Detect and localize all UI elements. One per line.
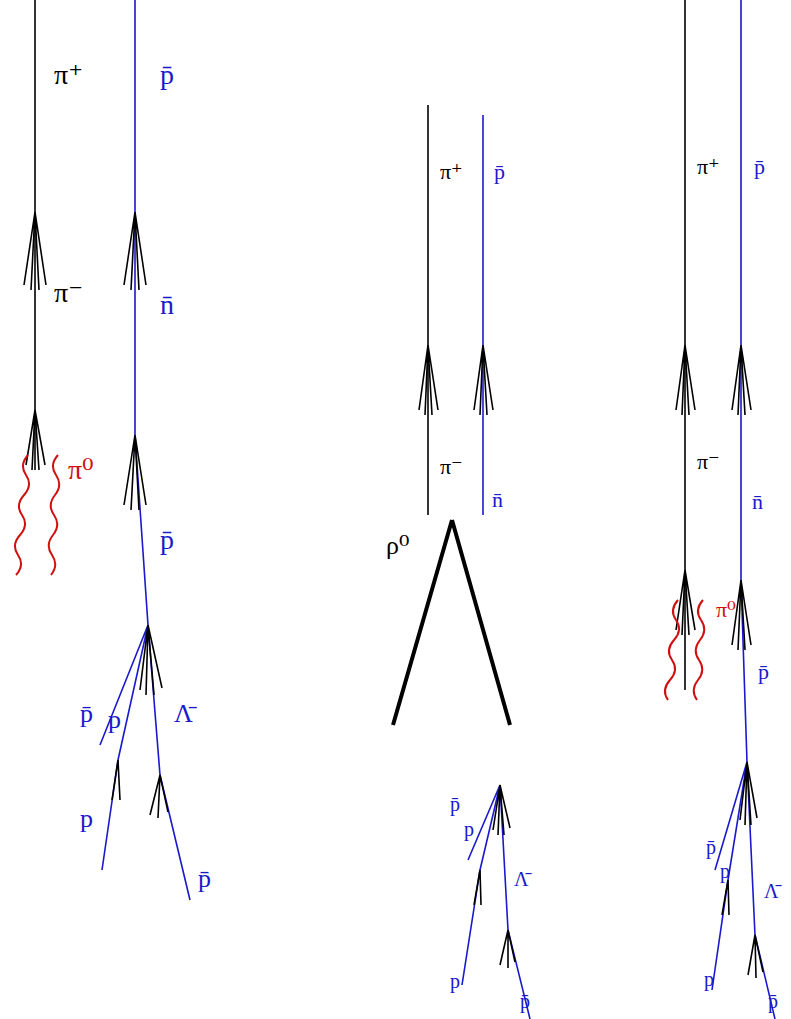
particle-label: π⁰ <box>714 598 738 622</box>
particle-label: p <box>78 805 95 833</box>
particle-label: p̄ <box>756 660 771 684</box>
particle-label: Λ̄ <box>512 868 531 890</box>
particle-label: p̄ <box>448 793 462 815</box>
particle-label: π⁰ <box>66 455 95 485</box>
particle-label: π⁺ <box>52 60 85 90</box>
particle-label: p̄ <box>78 700 95 728</box>
particle-label: p <box>448 970 462 992</box>
particle-label: p̄ <box>196 865 213 893</box>
particle-label: p <box>718 860 732 882</box>
particle-label: π⁻ <box>438 455 465 479</box>
particle-label: p̄ <box>518 990 532 1012</box>
particle-label: p̄ <box>158 525 176 555</box>
particle-label: p̄ <box>704 836 718 858</box>
particle-label: Λ̄ <box>172 700 195 728</box>
particle-label: π⁺ <box>695 155 722 179</box>
particle-label: p <box>106 706 123 734</box>
particle-label: p <box>702 968 716 990</box>
particle-label: p̄ <box>766 990 780 1012</box>
particle-label: p̄ <box>158 60 176 90</box>
particle-label: π⁻ <box>52 278 85 308</box>
particle-label: n̄ <box>750 490 765 514</box>
particle-label: n̄ <box>158 290 176 320</box>
particle-label: π⁺ <box>438 160 465 184</box>
particle-label: ρ⁰ <box>384 532 411 560</box>
particle-label: n̄ <box>490 488 505 512</box>
particle-label: p̄ <box>492 160 507 184</box>
particle-label: π⁻ <box>695 450 722 474</box>
particle-label: p <box>462 818 476 840</box>
particle-label: p̄ <box>752 155 767 179</box>
particle-label: Λ̄ <box>762 880 781 902</box>
